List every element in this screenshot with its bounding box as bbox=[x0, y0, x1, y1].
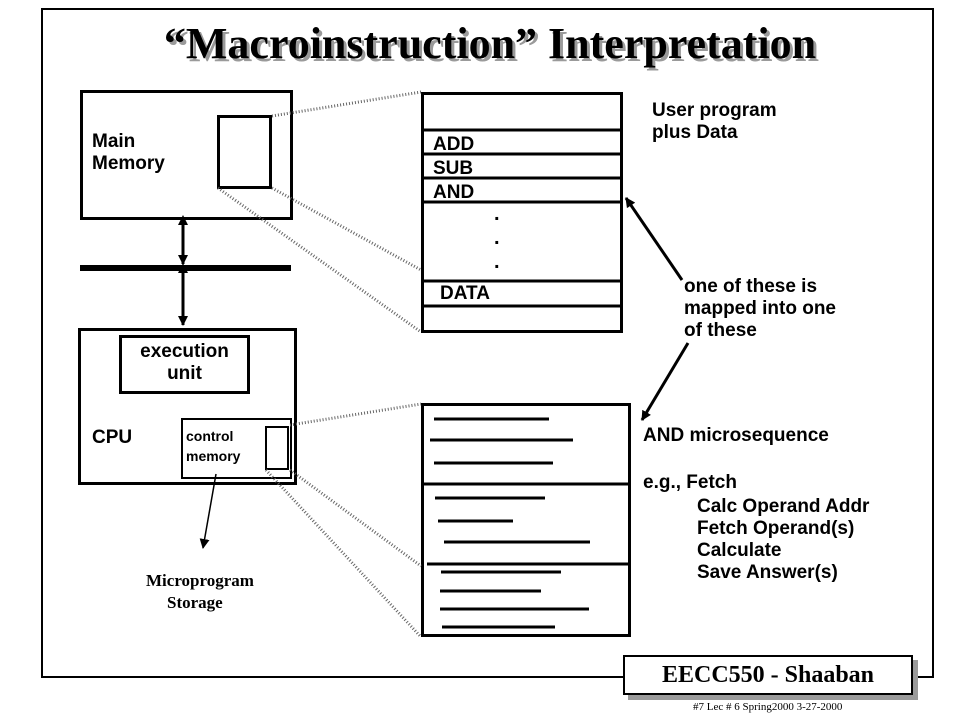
microsequence-step: Save Answer(s) bbox=[697, 562, 838, 583]
main-memory-label-line1: Main bbox=[92, 131, 136, 152]
instruction-sub: SUB bbox=[433, 158, 474, 179]
microsequence-step: Fetch Operand(s) bbox=[697, 518, 855, 539]
data-label: DATA bbox=[440, 283, 490, 304]
mapping-arrow-down bbox=[640, 342, 690, 421]
control-memory-label: control memory bbox=[186, 426, 240, 466]
user-program-caption: User program plus Data bbox=[652, 100, 777, 144]
microprogram-storage-label: Microprogram Storage bbox=[146, 570, 254, 614]
zoom-line bbox=[271, 90, 422, 118]
mapping-note-line3: of these bbox=[684, 320, 757, 341]
ellipsis-dot: . bbox=[494, 203, 500, 225]
mapping-arrow-up bbox=[624, 197, 684, 281]
execution-unit-label-line1: execution bbox=[140, 341, 229, 362]
microsequence-step: Calculate bbox=[697, 540, 782, 561]
microprogram-storage-line2: Storage bbox=[167, 593, 223, 612]
control-memory-expanded-box bbox=[421, 403, 631, 637]
zoom-line bbox=[264, 468, 423, 639]
cpu-label: CPU bbox=[92, 427, 133, 448]
user-program-memory-box bbox=[421, 92, 623, 333]
user-program-caption-line2: plus Data bbox=[652, 122, 738, 143]
slide-title: “Macroinstruction” Interpretation bbox=[163, 19, 817, 68]
execution-unit-label-line2: unit bbox=[167, 363, 202, 384]
control-memory-label-line1: control bbox=[186, 428, 234, 444]
instruction-add: ADD bbox=[433, 134, 475, 155]
slide-frame bbox=[41, 8, 934, 678]
user-program-caption-line1: User program bbox=[652, 100, 777, 121]
ellipsis-dot: . bbox=[494, 227, 500, 249]
instruction-and: AND bbox=[433, 182, 475, 203]
cpu-box bbox=[78, 328, 297, 485]
ellipsis-dot: . bbox=[494, 251, 500, 273]
main-memory-label: Main Memory bbox=[92, 131, 165, 175]
zoom-line bbox=[271, 186, 422, 272]
microprogram-storage-arrow bbox=[199, 473, 217, 549]
zoom-line bbox=[289, 402, 422, 427]
mapping-note: one of these is mapped into one of these bbox=[684, 276, 836, 342]
zoom-line bbox=[217, 186, 422, 334]
course-badge: EECC550 - Shaaban bbox=[623, 655, 913, 695]
mapping-note-line2: mapped into one bbox=[684, 298, 836, 319]
execution-unit-label: execution unit bbox=[119, 341, 250, 385]
execution-unit-box bbox=[119, 335, 250, 394]
main-memory-program-region bbox=[217, 115, 272, 189]
zoom-line bbox=[289, 468, 422, 568]
microsequence-eg-label: e.g., Fetch bbox=[643, 472, 737, 493]
mapping-note-line1: one of these is bbox=[684, 276, 818, 297]
microsequence-step: Calc Operand Addr bbox=[697, 496, 870, 517]
microsequence-heading: AND microsequence bbox=[643, 425, 829, 446]
control-memory-microprogram-region bbox=[265, 426, 289, 470]
footer-note: #7 Lec # 6 Spring2000 3-27-2000 bbox=[693, 701, 843, 713]
control-memory-box bbox=[181, 418, 292, 479]
control-memory-label-line2: memory bbox=[186, 448, 241, 464]
microprogram-storage-line1: Microprogram bbox=[146, 571, 254, 590]
main-memory-label-line2: Memory bbox=[92, 153, 165, 174]
microsequence-steps: Calc Operand Addr Fetch Operand(s) Calcu… bbox=[697, 496, 869, 584]
